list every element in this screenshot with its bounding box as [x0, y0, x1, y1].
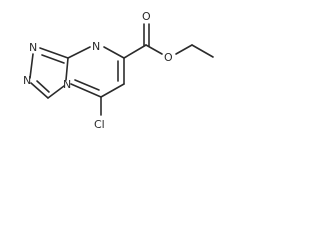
atom-n1: N [29, 41, 37, 54]
bond-n8-c7 [103, 46, 125, 59]
bond-c8a-n1-double [41, 54, 65, 64]
bond-c5-n4-double [74, 79, 100, 91]
molecule-diagram: N N N N O O Cl [23, 10, 214, 131]
atom-n2: N [23, 74, 31, 87]
atom-o-ester: O [164, 51, 173, 64]
bond-c7-carbonyl [123, 44, 147, 59]
bond-c6-c5 [100, 83, 125, 98]
bond-ch2-ch3 [191, 44, 214, 58]
bond-n4-c8a [65, 57, 69, 81]
bond-c3-n4 [47, 85, 65, 99]
bond-o-ch2 [175, 44, 193, 55]
bond-c5-n4 [70, 83, 102, 98]
atom-n8: N [92, 40, 100, 53]
bond-carbonyl-o-ester [145, 44, 163, 55]
bond-n2-c3 [30, 82, 49, 99]
bond-c8a-n1 [39, 47, 69, 59]
bond-c8a-n8 [67, 46, 91, 59]
bond-n1-n2 [29, 53, 34, 79]
atom-n4-bridgehead: N [63, 78, 71, 91]
atom-chlorine: Cl [94, 118, 105, 131]
chemical-structure-canvas: N N N N O O Cl [0, 0, 226, 137]
atom-o-carbonyl: O [142, 10, 151, 23]
bond-n2-c3-double [36, 80, 50, 93]
